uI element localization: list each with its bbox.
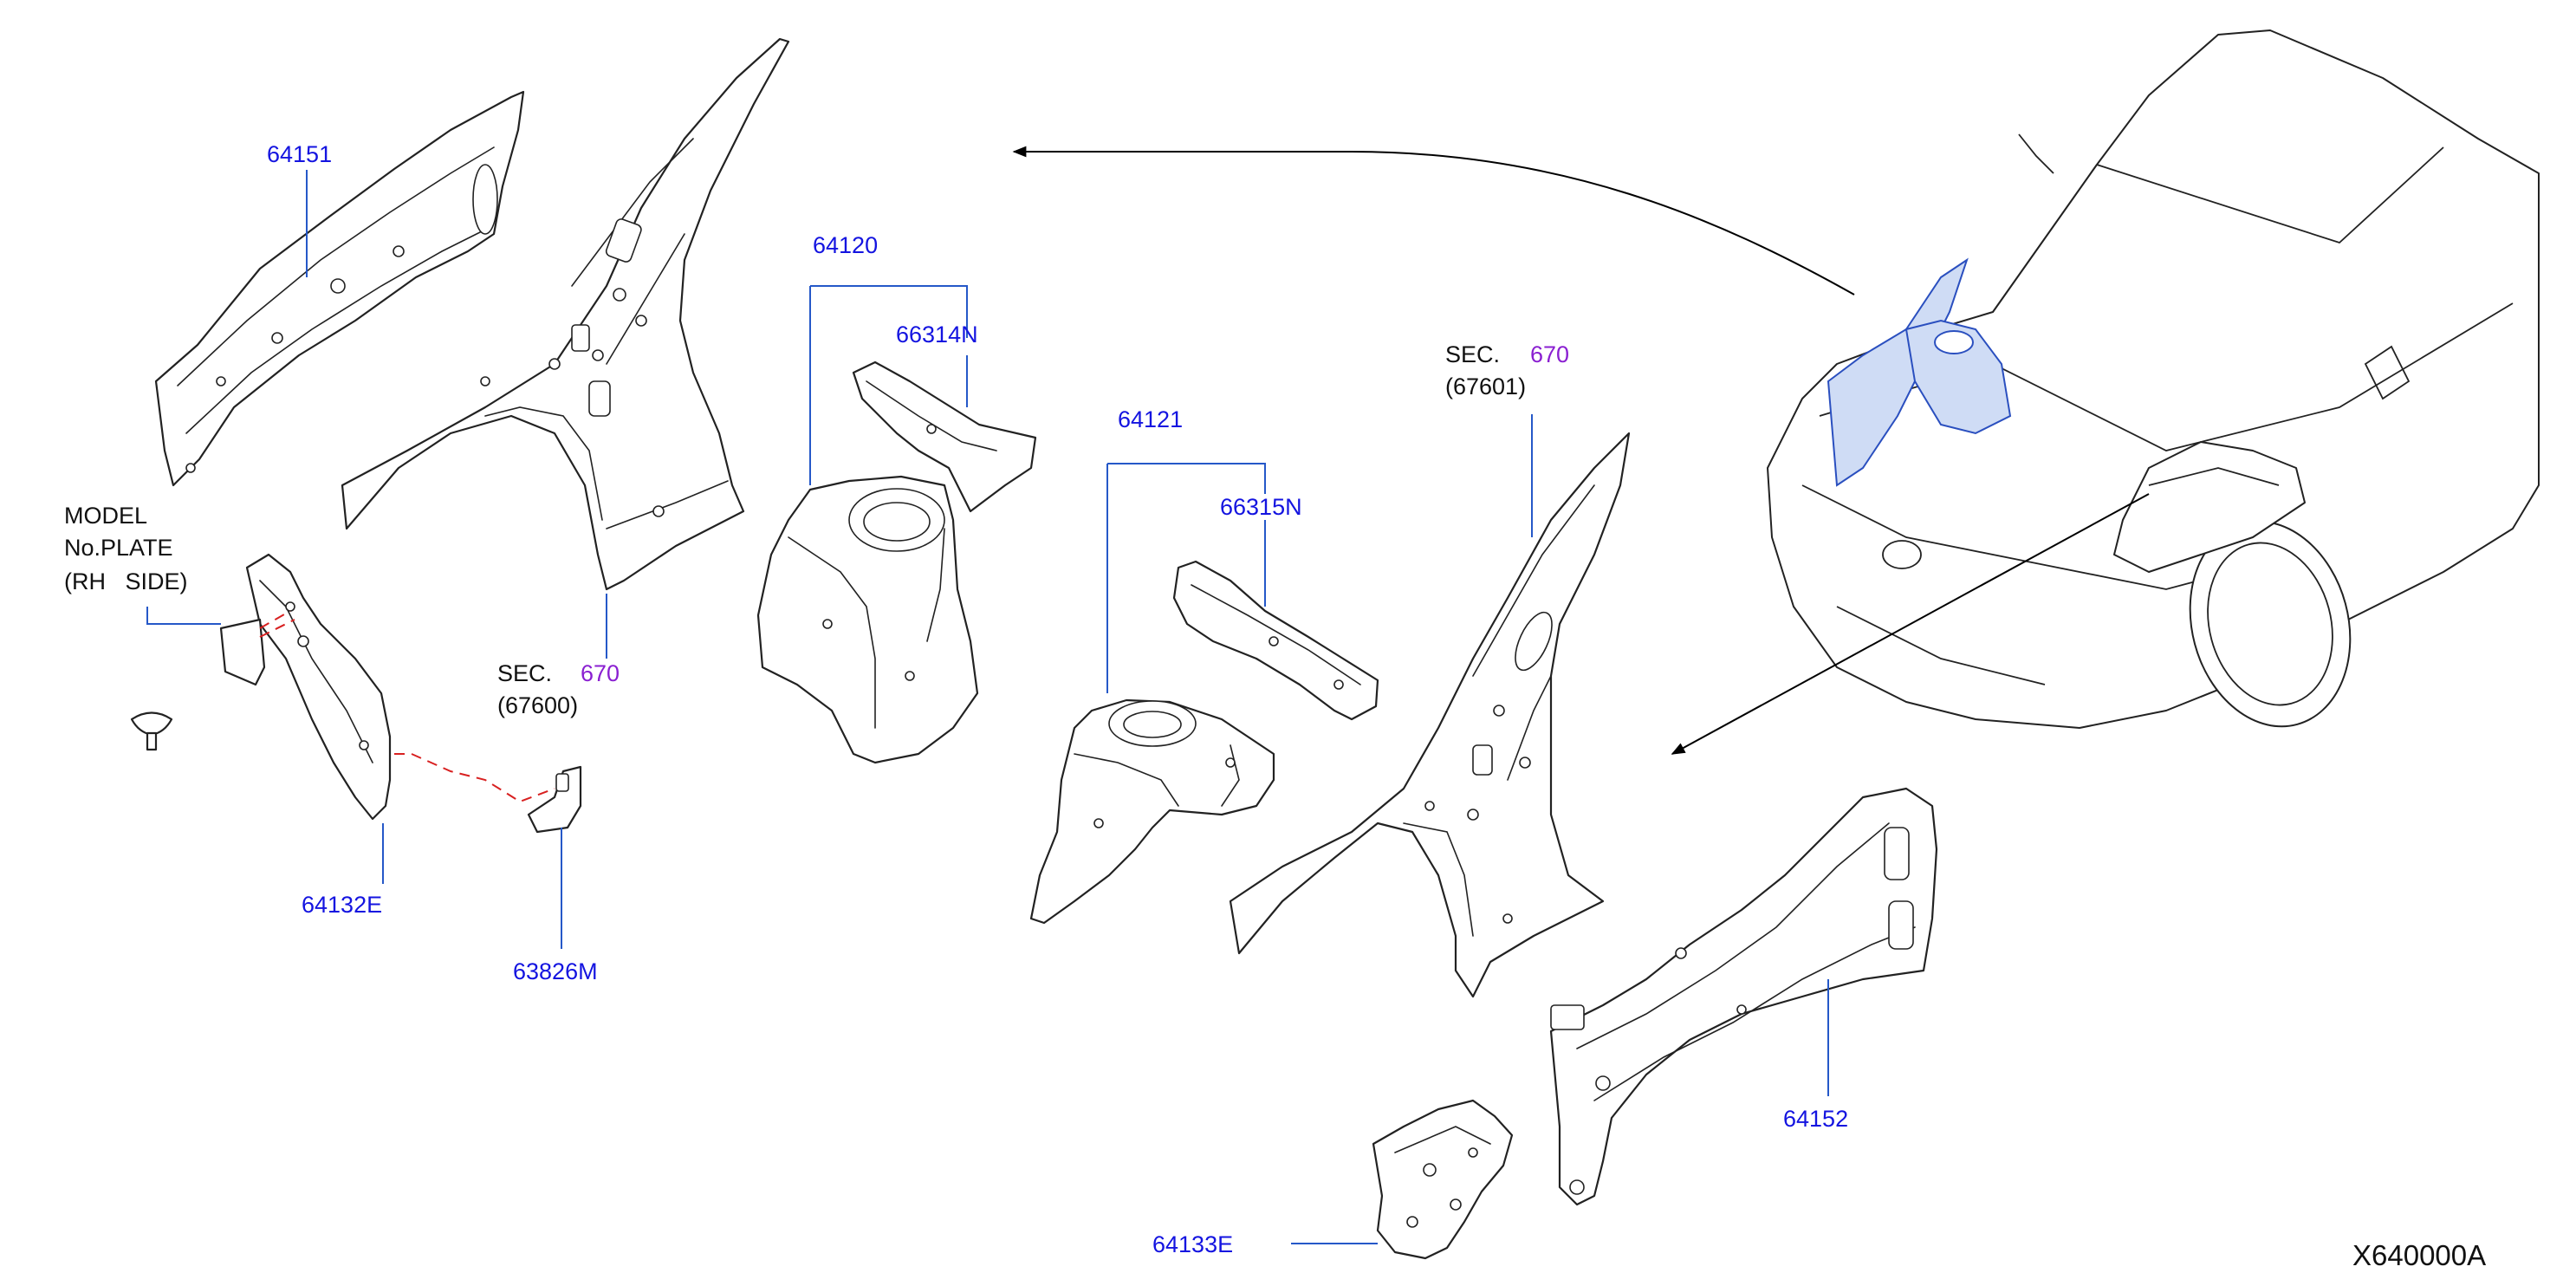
model-plate-part[interactable] [219, 618, 266, 686]
car-illustration [1767, 29, 2540, 729]
red-dash-3 [259, 610, 291, 629]
leader-lines [146, 170, 1829, 1244]
callout-64133E[interactable]: 64133E [1152, 1231, 1233, 1257]
model-plate-line3: (RH SIDE) [64, 568, 188, 594]
model-plate-line1: MODEL [64, 503, 147, 529]
callout-64152[interactable]: 64152 [1783, 1106, 1848, 1132]
callout-64120[interactable]: 64120 [813, 232, 878, 258]
part-64132E-bracket[interactable] [245, 553, 392, 821]
callout-64151[interactable]: 64151 [267, 141, 332, 167]
part-64152-hoodledge-lower[interactable] [1549, 787, 1938, 1206]
part-64120-strut-housing-lh[interactable] [756, 475, 979, 764]
red-dashed-connectors [259, 610, 555, 803]
red-dash-2 [394, 753, 555, 803]
part-67601-front-pillar-rh[interactable] [1229, 432, 1631, 998]
callout-64121[interactable]: 64121 [1118, 406, 1183, 432]
section-ref-left-number[interactable]: 670 [581, 660, 620, 686]
diagram-id: X640000A [2352, 1239, 2486, 1271]
callout-66315N[interactable]: 66315N [1220, 494, 1302, 520]
red-dash-1 [259, 619, 295, 638]
part-66314N-bracket[interactable] [852, 360, 1037, 513]
clip-icon[interactable] [130, 711, 173, 751]
section-ref-left-code: (67600) [497, 692, 578, 718]
part-67600-front-pillar-lh[interactable] [341, 37, 790, 591]
callout-63826M[interactable]: 63826M [513, 958, 598, 984]
direction-arrow-icon [1012, 146, 1855, 296]
callout-66314N[interactable]: 66314N [896, 322, 978, 347]
labels: 64151 64120 66314N 64121 66315N 64132E 6… [64, 141, 2486, 1271]
part-64133E-bracket[interactable] [1372, 1099, 1514, 1260]
section-ref-right-number[interactable]: 670 [1530, 341, 1569, 367]
part-63826M-clip[interactable] [527, 765, 582, 834]
callout-64132E[interactable]: 64132E [302, 892, 382, 918]
part-64151-hoodledge-upper[interactable] [154, 90, 525, 487]
section-ref-left-prefix: SEC. [497, 660, 552, 686]
section-ref-right-prefix: SEC. [1445, 341, 1500, 367]
section-ref-right-code: (67601) [1445, 373, 1526, 399]
part-66315N-bracket[interactable] [1172, 560, 1379, 721]
part-64121-strut-housing-rh[interactable] [1029, 698, 1275, 925]
direction-arrow-icon-2 [1671, 493, 2150, 755]
model-plate-line2: No.PLATE [64, 535, 173, 561]
